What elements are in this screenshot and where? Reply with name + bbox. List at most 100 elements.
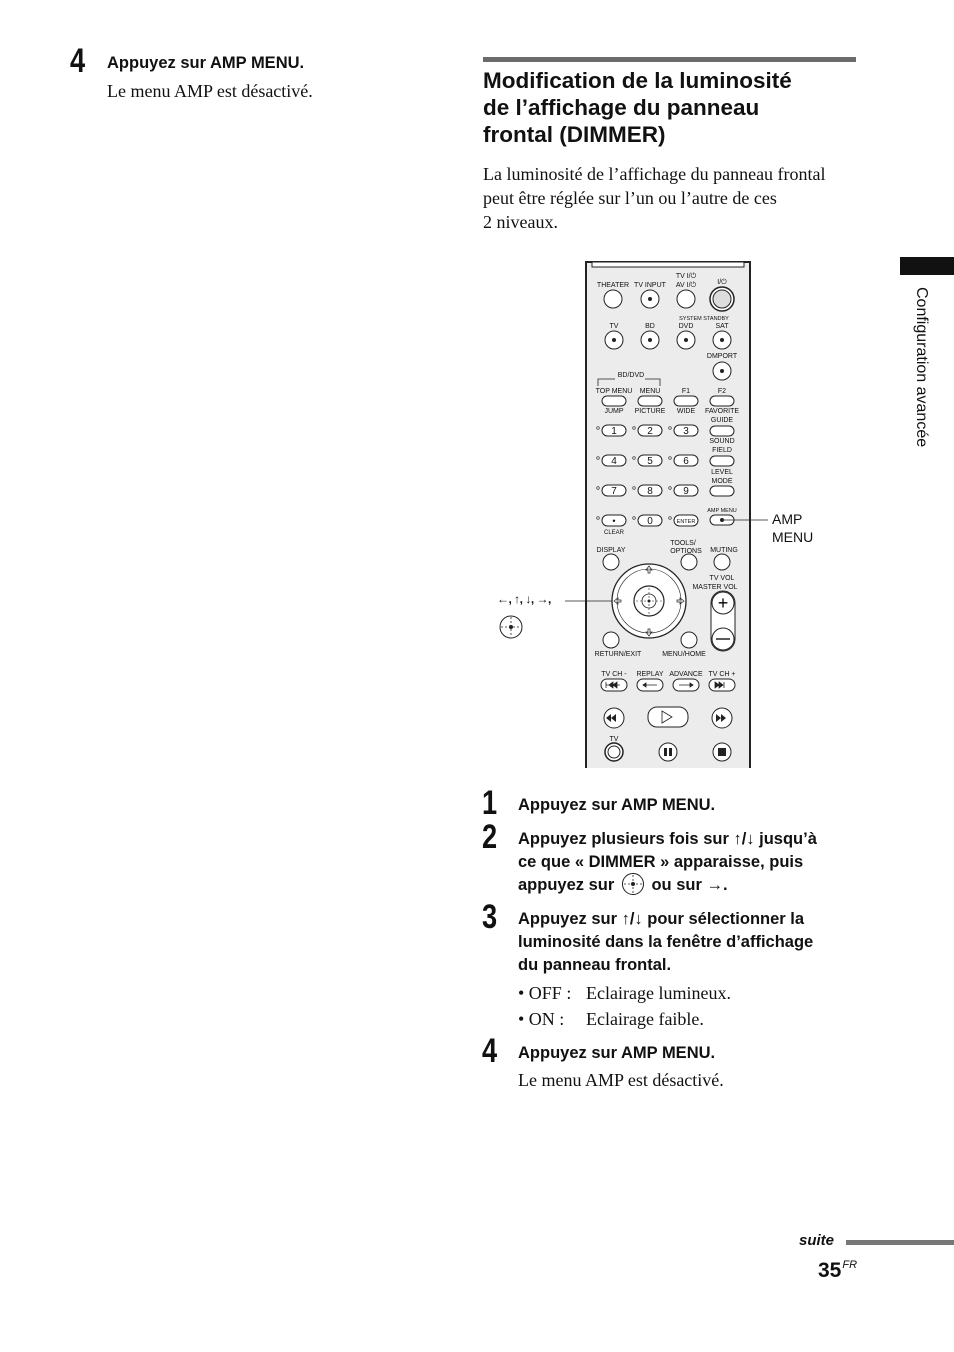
- num-0-button[interactable]: [637, 514, 663, 527]
- label-guide: GUIDE: [711, 417, 734, 424]
- num-8-button[interactable]: [637, 484, 663, 497]
- num-4-label: 4: [611, 456, 617, 467]
- section-title-line: de l’affichage du panneau: [483, 95, 760, 120]
- num-2-label: 2: [647, 426, 653, 437]
- option-text: Eclairage faible.: [586, 1009, 704, 1029]
- suite-rule: [846, 1240, 954, 1245]
- label-f2: F2: [718, 388, 726, 395]
- tv-input-dot: [648, 297, 652, 301]
- step-heading: Appuyez sur AMP MENU.: [518, 796, 716, 814]
- section-intro: La luminosité de l’affichage du panneau …: [483, 162, 826, 234]
- step-heading: Appuyez sur ↑/↓ pour sélectionner la lum…: [518, 908, 813, 977]
- level-mode-button[interactable]: [709, 485, 735, 497]
- num-7-label: 7: [611, 486, 617, 497]
- label-bd: BD: [645, 323, 655, 330]
- f2-button[interactable]: [709, 395, 735, 407]
- dot-button[interactable]: [601, 514, 627, 527]
- intro-line: 2 niveaux.: [483, 212, 558, 232]
- num-2-button[interactable]: [637, 424, 663, 437]
- guide-button[interactable]: [709, 425, 735, 437]
- pause-icon: [664, 748, 667, 756]
- enter-circle-icon: [621, 872, 644, 895]
- num-1-button[interactable]: [601, 424, 627, 437]
- step-number: 2: [482, 818, 498, 856]
- dpad-up-icon: [645, 565, 653, 574]
- label-system-standby: SYSTEM STANDBY: [679, 316, 729, 322]
- label-jump: JUMP: [604, 408, 623, 415]
- num-3-button[interactable]: [673, 424, 699, 437]
- label-master-vol: MASTER VOL: [692, 584, 737, 591]
- page-number-value: 35: [818, 1259, 842, 1282]
- plus-icon: +: [718, 593, 729, 613]
- menu-button[interactable]: [637, 395, 663, 407]
- intro-line: peut être réglée sur l’un ou l’autre de …: [483, 188, 777, 208]
- callout-line: AMP: [772, 511, 803, 527]
- muting-button[interactable]: [713, 553, 731, 571]
- label-tv-input: TV INPUT: [634, 282, 667, 289]
- num-5-button[interactable]: [637, 454, 663, 467]
- sound-field-button[interactable]: [709, 455, 735, 467]
- enter-button[interactable]: [673, 514, 699, 527]
- num-4-button[interactable]: [601, 454, 627, 467]
- next-icon: [714, 681, 725, 689]
- return-button[interactable]: [602, 631, 620, 649]
- rewind-icon: [606, 714, 616, 722]
- num-6-label: 6: [683, 456, 689, 467]
- label-tv-vol: TV VOL: [710, 575, 735, 582]
- num-9-label: 9: [683, 486, 689, 497]
- label-menu: MENU: [640, 388, 661, 395]
- theater-button[interactable]: [603, 289, 623, 309]
- top-menu-button[interactable]: [601, 395, 627, 407]
- step-number: 4: [482, 1032, 498, 1070]
- num-9-button[interactable]: [673, 484, 699, 497]
- stop-icon: [718, 748, 726, 756]
- arrows-callout: ←, ↑, ↓, →,: [497, 592, 551, 606]
- side-tab-marker: [900, 257, 954, 275]
- f1-button[interactable]: [673, 395, 699, 407]
- label-mode: MODE: [712, 478, 733, 485]
- dpad-down-icon: [645, 628, 653, 637]
- step-heading-line: Appuyez sur ↑/↓ pour sélectionner la: [518, 910, 805, 928]
- step-heading-line: du panneau frontal.: [518, 956, 672, 974]
- menu-home-button[interactable]: [680, 631, 698, 649]
- option-list: • OFF :Eclairage lumineux. • ON :Eclaira…: [518, 980, 731, 1032]
- num-7-button[interactable]: [601, 484, 627, 497]
- section-rule: [483, 57, 856, 62]
- suite-label: suite: [799, 1232, 835, 1249]
- replay-icon: [642, 682, 657, 688]
- dpad-left-icon: [613, 597, 622, 605]
- display-button[interactable]: [602, 553, 620, 571]
- step-number: 3: [482, 898, 498, 936]
- label-muting: MUTING: [710, 547, 738, 554]
- callout-line: MENU: [772, 529, 814, 545]
- label-sound: SOUND: [709, 438, 734, 445]
- step-heading: Appuyez sur AMP MENU.: [518, 1044, 716, 1062]
- num-1-label: 1: [611, 426, 617, 437]
- label-tv-bottom: TV: [610, 736, 619, 743]
- num-3-label: 3: [683, 426, 689, 437]
- prev-icon: [605, 681, 620, 689]
- label-favorite: FAVORITE: [705, 408, 739, 415]
- pause-button[interactable]: [658, 742, 678, 762]
- label-f1: F1: [682, 388, 690, 395]
- num-5-label: 5: [647, 456, 653, 467]
- tv-av-power-button[interactable]: [676, 289, 696, 309]
- label-replay: REPLAY: [636, 671, 663, 678]
- play-button[interactable]: [647, 706, 689, 728]
- volume-up-button[interactable]: [711, 591, 735, 615]
- play-icon: [661, 710, 673, 724]
- step-heading-text: appuyez sur: [518, 876, 615, 894]
- number-keys: 1 2 3 4 5 6 7 8 9 • 0 ENTER: [601, 424, 699, 527]
- page-number: 35FR: [818, 1259, 857, 1283]
- tools-options-button[interactable]: [680, 553, 698, 571]
- section-title-line: Modification de la luminosité: [483, 68, 792, 93]
- option-key: • OFF :: [518, 983, 572, 1003]
- label-field: FIELD: [712, 447, 732, 454]
- label-bd-dvd: BD/DVD: [618, 372, 644, 379]
- step-heading-line: Appuyez plusieurs fois sur ↑/↓ jusqu’à: [518, 830, 817, 848]
- advance-icon: [679, 682, 694, 688]
- label-options: OPTIONS: [670, 548, 702, 555]
- label-tv-ch-plus: TV CH +: [708, 671, 735, 678]
- label-theater: THEATER: [597, 282, 629, 289]
- num-6-button[interactable]: [673, 454, 699, 467]
